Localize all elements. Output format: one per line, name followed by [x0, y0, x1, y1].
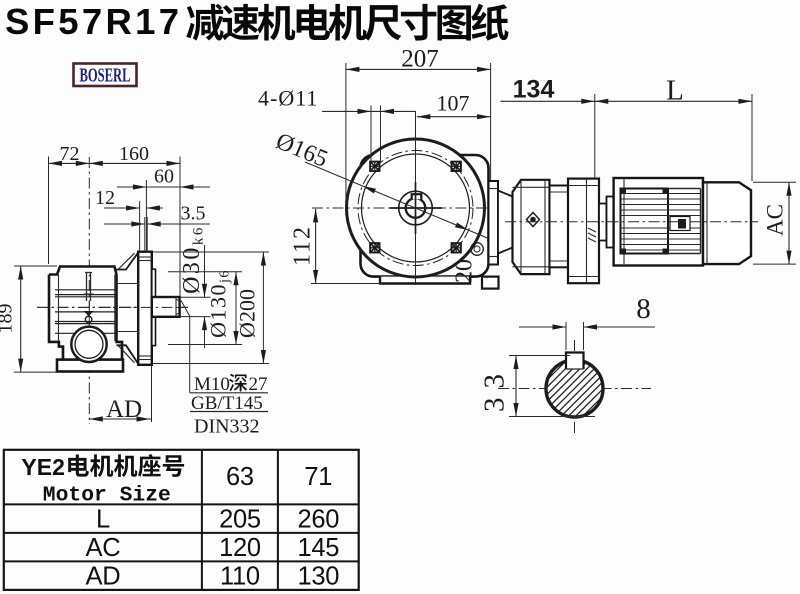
svg-text:145: 145 — [297, 534, 339, 562]
svg-text:M10: M10 — [194, 374, 230, 395]
svg-text:72: 72 — [60, 143, 80, 165]
svg-text:AC: AC — [85, 534, 120, 562]
svg-text:33: 33 — [479, 365, 511, 412]
svg-text:BOSERL: BOSERL — [80, 65, 131, 86]
svg-text:205: 205 — [219, 506, 261, 534]
svg-text:71: 71 — [304, 463, 332, 491]
svg-text:SF57R17: SF57R17 — [5, 1, 182, 42]
svg-text:Motor Size: Motor Size — [43, 483, 171, 507]
svg-text:4-Ø11: 4-Ø11 — [258, 86, 318, 111]
svg-text:GB/T145: GB/T145 — [191, 393, 263, 414]
svg-text:260: 260 — [297, 506, 339, 534]
svg-text:AC: AC — [763, 204, 788, 236]
svg-text:AD: AD — [106, 396, 142, 423]
svg-text:63: 63 — [226, 463, 254, 491]
svg-text:20: 20 — [452, 259, 478, 283]
svg-text:YE2: YE2 — [21, 454, 64, 480]
svg-text:189: 189 — [0, 304, 17, 334]
svg-text:3.5: 3.5 — [181, 203, 206, 225]
svg-text:L: L — [666, 75, 684, 107]
svg-text:112: 112 — [290, 225, 316, 266]
svg-text:134: 134 — [513, 76, 555, 104]
svg-text:207: 207 — [401, 45, 439, 72]
svg-text:120: 120 — [219, 534, 261, 562]
svg-text:130: 130 — [297, 563, 339, 591]
svg-text:8: 8 — [636, 293, 651, 325]
svg-text:AD: AD — [85, 563, 120, 591]
svg-text:107: 107 — [437, 91, 470, 116]
svg-text:60: 60 — [154, 165, 174, 187]
svg-text:DIN332: DIN332 — [194, 416, 260, 438]
svg-text:160: 160 — [119, 143, 149, 165]
svg-text:Ø200: Ø200 — [235, 289, 260, 338]
svg-text:L: L — [96, 506, 110, 534]
svg-text:27: 27 — [249, 374, 268, 395]
svg-text:12: 12 — [95, 187, 115, 209]
svg-text:110: 110 — [220, 563, 260, 591]
